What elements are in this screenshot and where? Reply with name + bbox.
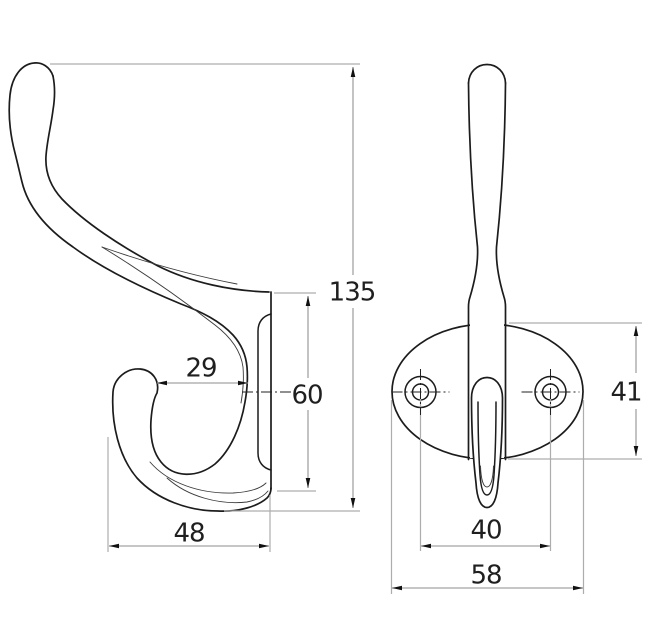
hook-tip-inner-contour — [477, 401, 497, 496]
dim-29-arrow-left — [157, 380, 167, 386]
dim-48-arrow-left — [109, 543, 119, 549]
dim-41-arrow-down — [633, 446, 639, 456]
dim-58-label: 58 — [470, 561, 501, 591]
dim-29-arrow-right — [238, 380, 248, 386]
dim-40: 40 — [419, 397, 552, 551]
side-view: 135 60 29 48 — [8, 62, 376, 552]
front-view: 40 41 58 — [390, 63, 643, 594]
dim-60-label: 60 — [291, 381, 322, 411]
dim-48-arrow-right — [259, 543, 269, 549]
dim-40-label: 40 — [470, 516, 501, 546]
hook-tip-front — [470, 376, 504, 509]
dim-58-arrow-left — [392, 585, 402, 591]
shaft-mask — [470, 66, 504, 458]
dim-60-arrow-down — [305, 478, 311, 488]
hook-tip-inner-highlight — [480, 465, 494, 488]
dim-41-arrow-up — [633, 326, 639, 336]
dim-29: 29 — [157, 354, 248, 386]
shaft-top-cap — [467, 63, 507, 84]
dim-135-arrow-up — [350, 67, 356, 77]
dim-40-arrow-left — [421, 543, 431, 549]
curl-highlight-line-1 — [149, 461, 267, 494]
dim-41-label: 41 — [610, 378, 641, 408]
hook-side-outline — [8, 62, 272, 512]
dim-60-arrow-up — [305, 296, 311, 306]
curl-highlight-line-2 — [166, 477, 269, 504]
dim-29-label: 29 — [185, 354, 216, 384]
dim-135-arrow-down — [350, 498, 356, 508]
dim-60: 60 — [274, 292, 324, 492]
shaft-right-edge — [495, 82, 507, 461]
dim-135-label: 135 — [329, 278, 376, 308]
dim-135: 135 — [50, 63, 376, 512]
dim-58: 58 — [390, 400, 585, 594]
shaft-left-edge — [467, 82, 479, 461]
arm-crease-upper — [101, 246, 238, 285]
hook-arm-inner-edge — [45, 75, 270, 293]
dim-41: 41 — [508, 322, 643, 460]
dim-58-arrow-right — [573, 585, 583, 591]
dim-48-label: 48 — [173, 519, 204, 549]
dim-48: 48 — [107, 437, 271, 552]
dim-40-arrow-right — [540, 543, 550, 549]
